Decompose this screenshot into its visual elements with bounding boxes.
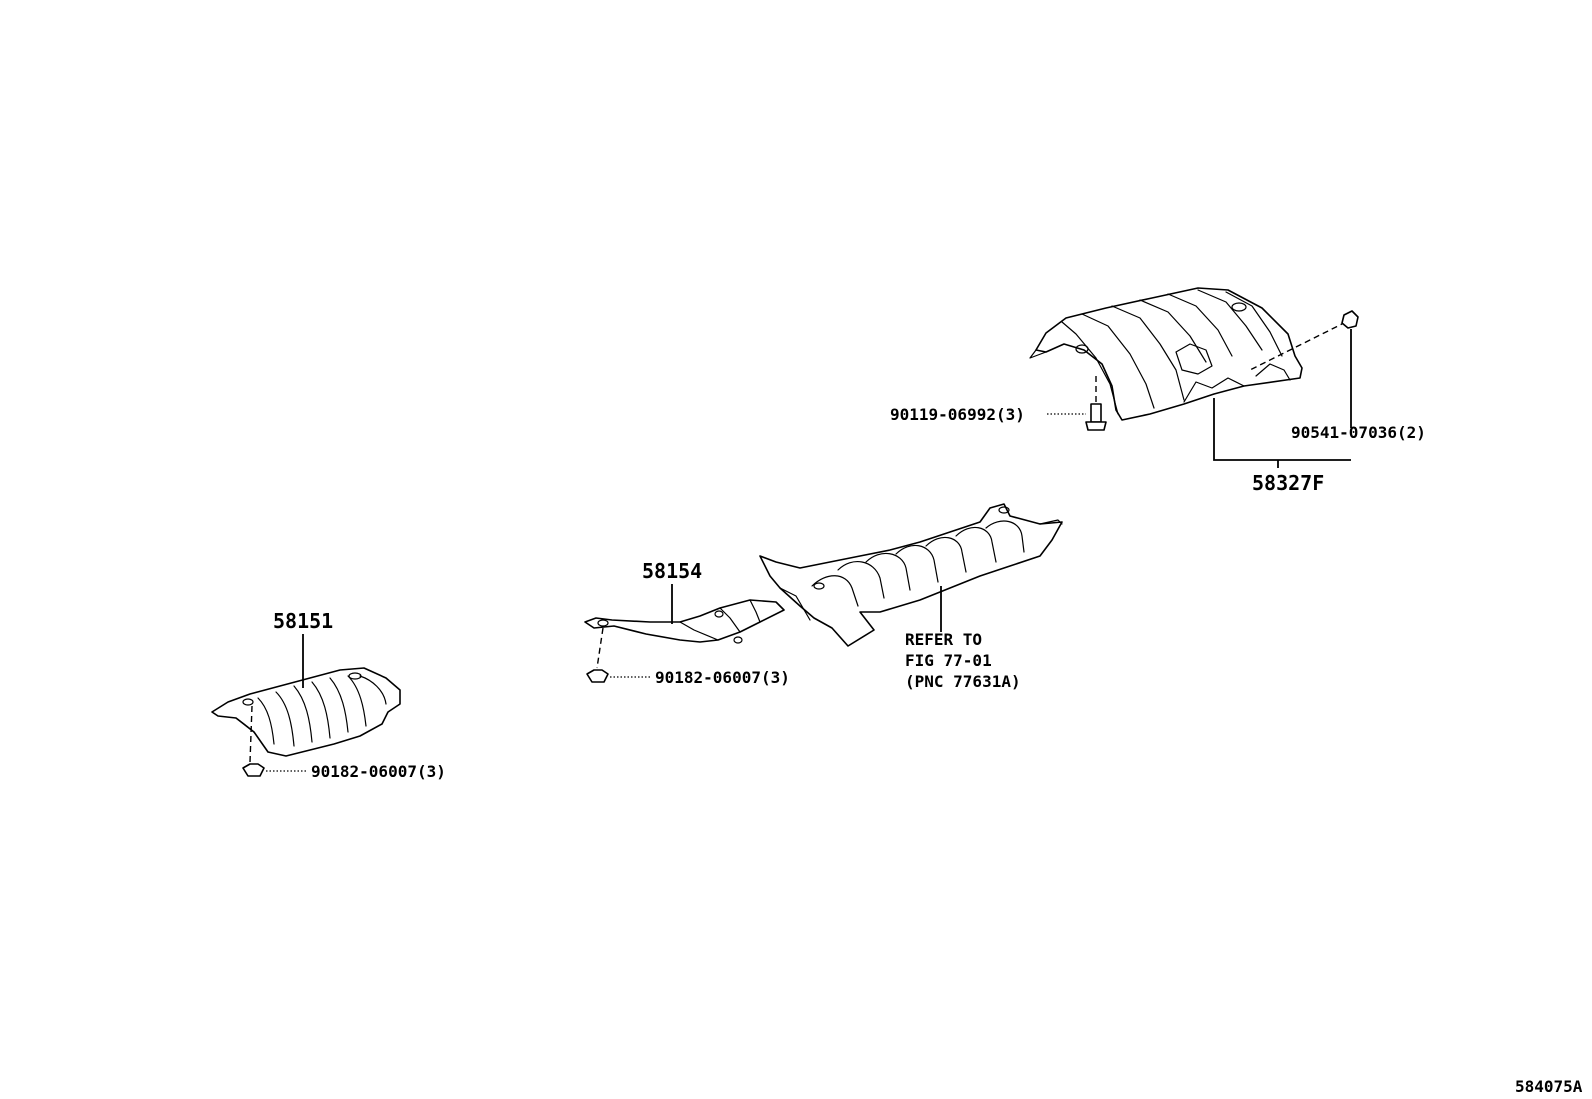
part-label-90119[interactable]: 90119-06992(3)	[890, 405, 1025, 424]
reference-note-line3: (PNC 77631A)	[905, 672, 1021, 691]
nut-90182-left-icon	[242, 705, 265, 777]
illustration-code: 584075A	[1515, 1077, 1583, 1096]
part-label-90182-middle[interactable]: 90182-06007(3)	[655, 668, 790, 687]
part-label-58327F[interactable]: 58327F	[1252, 471, 1324, 495]
leader-58327F	[1213, 398, 1351, 468]
heat-insulator-58154	[584, 599, 785, 644]
clip-90541-icon	[1249, 310, 1359, 371]
heat-insulator-58151	[211, 667, 401, 757]
part-label-58154[interactable]: 58154	[642, 559, 702, 583]
part-label-58151[interactable]: 58151	[273, 609, 333, 633]
nut-90182-middle-icon	[586, 627, 609, 683]
heat-insulator-58327F	[1029, 287, 1303, 421]
part-label-90182-left[interactable]: 90182-06007(3)	[311, 762, 446, 781]
bolt-90119-icon	[1085, 376, 1107, 431]
reference-note-line2: FIG 77-01	[905, 651, 992, 670]
part-label-90541[interactable]: 90541-07036(2)	[1291, 423, 1426, 442]
heat-insulator-center	[759, 503, 1063, 647]
reference-note-line1: REFER TO	[905, 630, 982, 649]
